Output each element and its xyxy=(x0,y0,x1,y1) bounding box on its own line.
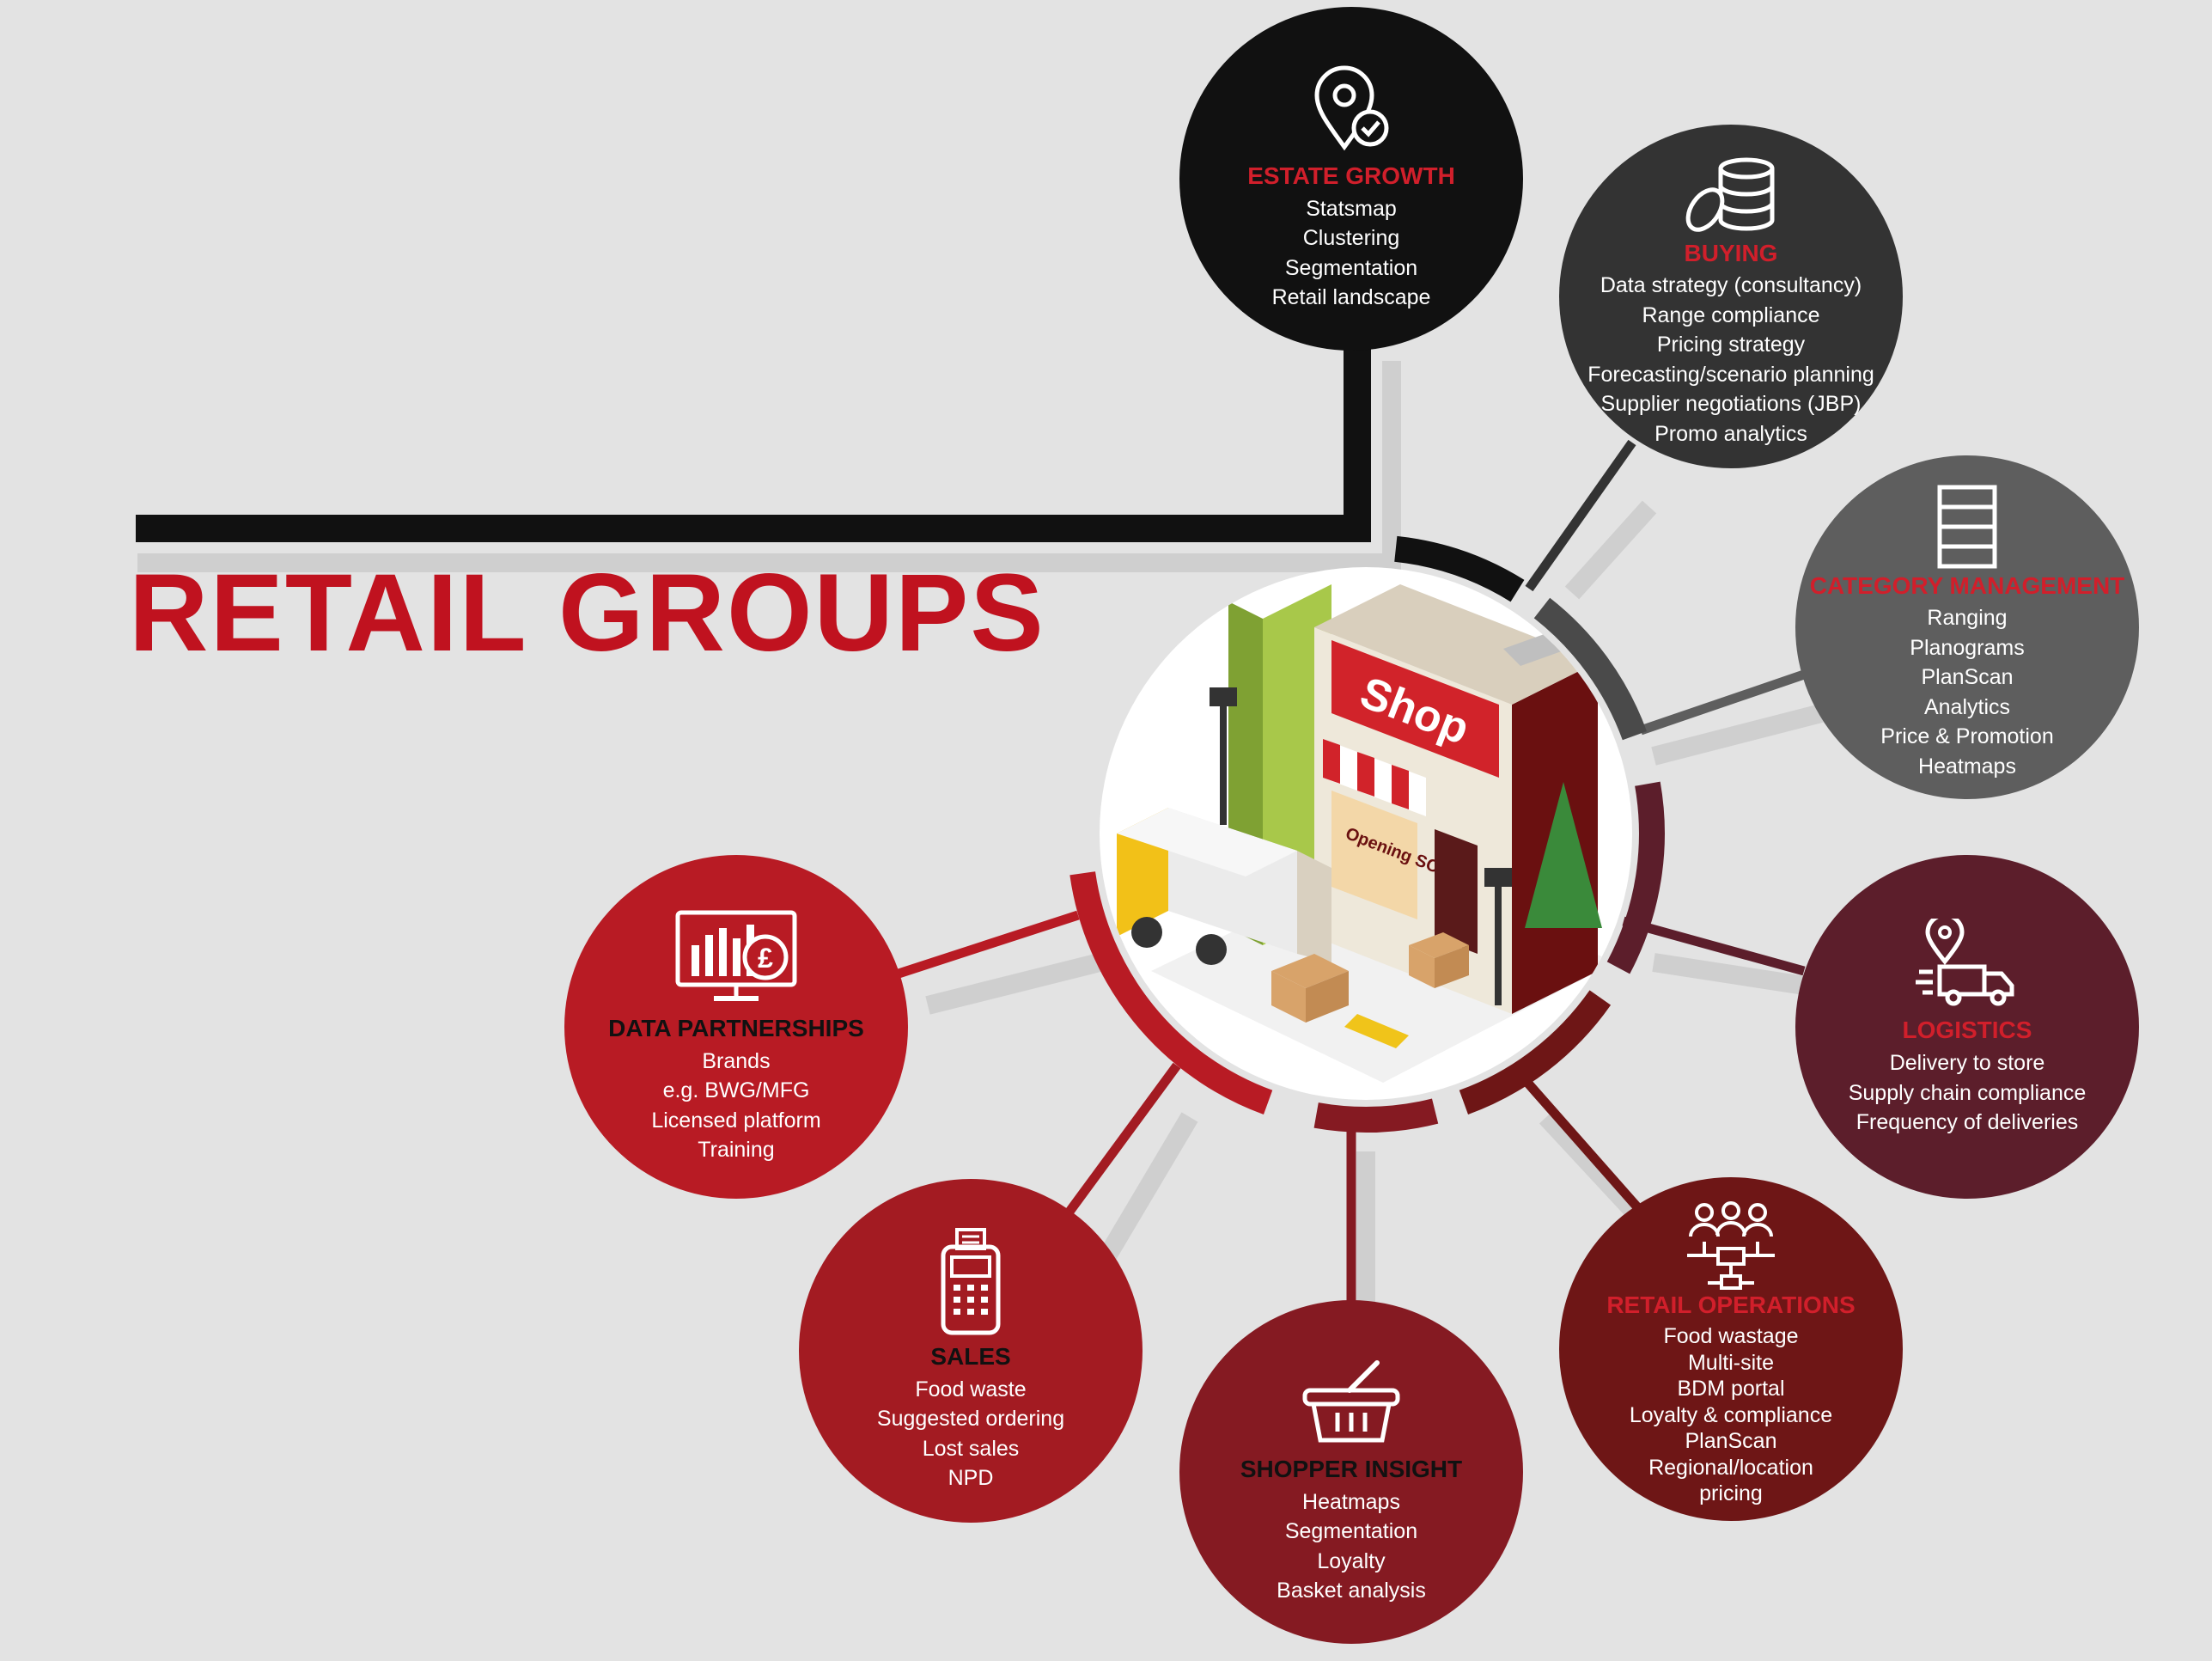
list-item: Analytics xyxy=(1923,694,2011,719)
center-shop-illustration: Shop Opening SOON! xyxy=(1100,567,1632,1100)
list-item: Brands xyxy=(702,1048,771,1073)
ring-segment-logistics xyxy=(1606,781,1665,974)
awning-icon xyxy=(1323,739,1426,816)
node-retail-operations: RETAIL OPERATIONS Food wastage Multi-sit… xyxy=(1559,1177,1903,1521)
sales-title: SALES xyxy=(930,1343,1011,1371)
node-buying: BUYING Data strategy (consultancy) Range… xyxy=(1559,125,1903,468)
location-check-icon xyxy=(1300,62,1403,156)
list-item: Food wastage xyxy=(1663,1324,1799,1349)
buying-title: BUYING xyxy=(1684,239,1778,266)
delivery-truck-illustration xyxy=(1117,808,1331,965)
data-partnerships-items: Brands e.g. BWG/MFG Licensed platform Tr… xyxy=(651,1047,820,1165)
ring-segment-buying xyxy=(1533,597,1647,741)
center-ring xyxy=(1069,535,1665,1133)
category-management-title: CATEGORY MANAGEMENT xyxy=(1809,571,2125,599)
estate-growth-items: Statsmap Clustering Segmentation Retail … xyxy=(1272,194,1431,313)
list-item: Retail landscape xyxy=(1271,285,1431,310)
connector-sales xyxy=(1065,1062,1181,1215)
shelves-icon xyxy=(1916,482,2019,571)
node-category-management: CATEGORY MANAGEMENT Ranging Planograms P… xyxy=(1795,455,2139,799)
sales-items: Food waste Suggested ordering Lost sales… xyxy=(877,1375,1064,1493)
list-item: Segmentation xyxy=(1284,255,1418,280)
svg-text:£: £ xyxy=(758,943,773,974)
list-item: Licensed platform xyxy=(651,1108,821,1133)
list-item: Supplier negotiations (JBP) xyxy=(1600,392,1862,417)
logistics-items: Delivery to store Supply chain complianc… xyxy=(1849,1048,2087,1138)
page-title: RETAIL GROUPS xyxy=(129,552,1045,675)
list-item: Basket analysis xyxy=(1277,1579,1426,1603)
list-item: Statsmap xyxy=(1306,196,1397,221)
list-item: PlanScan xyxy=(1921,665,2014,690)
list-item: Supply chain compliance xyxy=(1848,1080,2087,1105)
list-item: Frequency of deliveries xyxy=(1856,1110,2079,1135)
list-item: Loyalty xyxy=(1317,1548,1386,1573)
node-data-partnerships: £ DATA PARTNERSHIPS Brands e.g. BWG/MFG … xyxy=(564,855,908,1199)
node-shopper-insight: SHOPPER INSIGHT Heatmaps Segmentation Lo… xyxy=(1179,1300,1523,1644)
connector-shadows xyxy=(137,361,1824,1340)
list-item: Forecasting/scenario planning xyxy=(1587,362,1874,387)
delivery-truck-icon xyxy=(1916,916,2019,1011)
list-item: BDM portal xyxy=(1677,1377,1785,1401)
buying-items: Data strategy (consultancy) Range compli… xyxy=(1587,271,1874,449)
shopper-insight-items: Heatmaps Segmentation Loyalty Basket ana… xyxy=(1277,1487,1426,1606)
list-item: Range compliance xyxy=(1642,302,1820,327)
node-logistics: LOGISTICS Delivery to store Supply chain… xyxy=(1795,855,2139,1199)
list-item: Loyalty & compliance xyxy=(1629,1402,1833,1427)
connector-logistics xyxy=(1622,916,1806,976)
ring-segment-estate-growth xyxy=(1394,535,1525,602)
list-item: Data strategy (consultancy) xyxy=(1600,273,1862,298)
list-item: Clustering xyxy=(1302,226,1400,251)
estate-growth-title: ESTATE GROWTH xyxy=(1247,162,1455,190)
connector-estate-growth xyxy=(136,344,1371,542)
connector-buying xyxy=(1525,439,1636,592)
coins-stack-icon xyxy=(1679,153,1782,239)
logistics-title: LOGISTICS xyxy=(1902,1017,2032,1044)
list-item: PlanScan xyxy=(1685,1429,1777,1454)
list-item: Segmentation xyxy=(1284,1519,1418,1544)
category-management-items: Ranging Planograms PlanScan Analytics Pr… xyxy=(1880,603,2053,781)
list-item: Ranging xyxy=(1927,606,2008,631)
connector-retail-operations xyxy=(1512,1066,1649,1219)
list-item: Pricing strategy xyxy=(1656,333,1806,357)
node-estate-growth: ESTATE GROWTH Statsmap Clustering Segmen… xyxy=(1179,7,1523,351)
monitor-chart-pound-icon: £ xyxy=(672,906,801,1009)
shopping-basket-icon xyxy=(1300,1355,1403,1450)
list-item: Lost sales xyxy=(922,1436,1020,1461)
list-item: Heatmaps xyxy=(1302,1489,1400,1514)
data-partnerships-title: DATA PARTNERSHIPS xyxy=(608,1015,864,1042)
list-item: Price & Promotion xyxy=(1880,724,2054,749)
people-network-icon xyxy=(1679,1200,1782,1291)
list-item: Regional/location xyxy=(1648,1455,1813,1480)
list-item: Heatmaps xyxy=(1918,754,2016,779)
list-item: e.g. BWG/MFG xyxy=(662,1078,810,1103)
list-item: Multi-site xyxy=(1687,1350,1774,1375)
cardboard-boxes xyxy=(1271,932,1469,1023)
retail-operations-title: RETAIL OPERATIONS xyxy=(1606,1292,1856,1319)
ring-segment-data-partnerships xyxy=(1069,871,1273,1114)
list-item: Promo analytics xyxy=(1654,421,1807,446)
ring-segment-shopper-insight xyxy=(1313,1098,1439,1133)
retail-operations-items: Food wastage Multi-site BDM portal Loyal… xyxy=(1630,1323,1832,1507)
list-item: Delivery to store xyxy=(1889,1051,2045,1076)
list-item: Training xyxy=(698,1138,775,1163)
list-item: Planograms xyxy=(1910,635,2025,660)
list-item: Suggested ordering xyxy=(876,1407,1065,1432)
node-sales: SALES Food waste Suggested ordering Lost… xyxy=(799,1179,1143,1523)
connector-data-partnerships xyxy=(892,910,1080,980)
connector-category-management xyxy=(1639,669,1806,736)
shop-illustration-icon: Shop Opening SOON! xyxy=(1117,584,1615,1083)
shopper-insight-title: SHOPPER INSIGHT xyxy=(1240,1456,1463,1483)
list-item: pricing xyxy=(1699,1481,1763,1506)
ring-segment-retail-operations xyxy=(1459,990,1612,1114)
list-item: Food waste xyxy=(915,1377,1027,1401)
list-item: NPD xyxy=(948,1466,994,1491)
card-terminal-icon xyxy=(919,1225,1022,1337)
